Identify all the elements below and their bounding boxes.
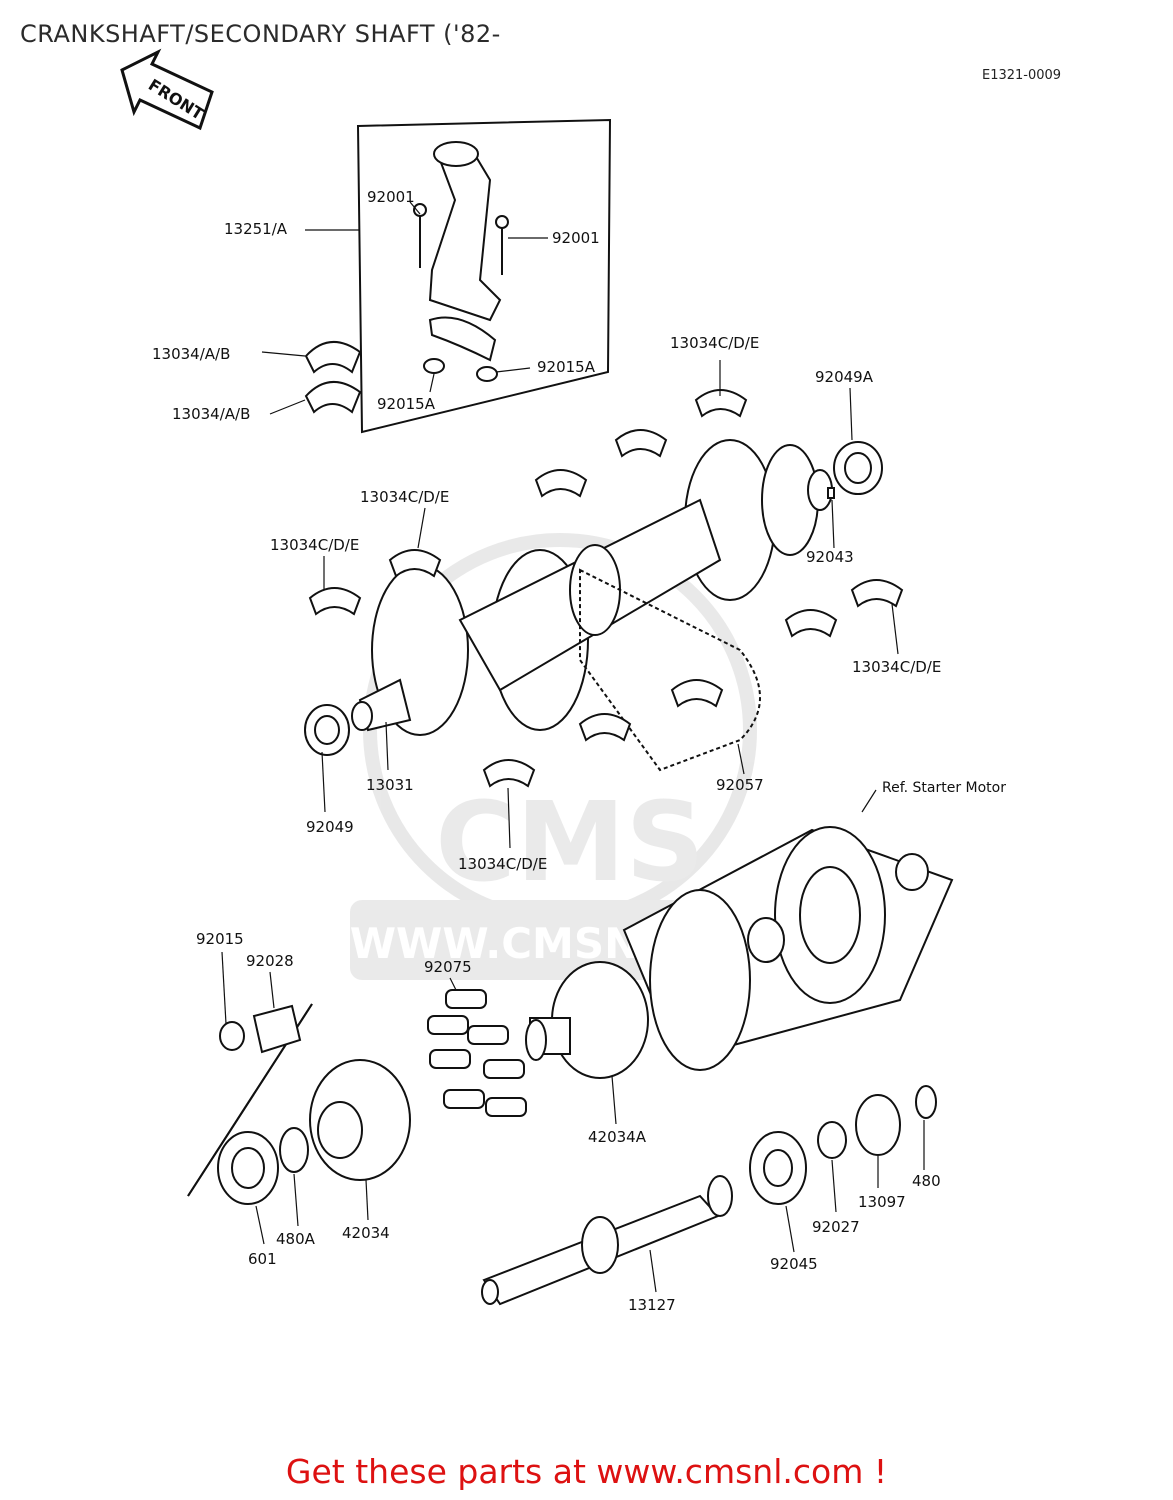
part-label-13031: 13031 bbox=[366, 776, 414, 794]
diagram-code: E1321-0009 bbox=[982, 68, 1062, 83]
part-label-480: 480 bbox=[912, 1172, 941, 1190]
part-label-13034cde-top: 13034C/D/E bbox=[670, 334, 760, 352]
part-label-13034cde-left: 13034C/D/E bbox=[270, 536, 360, 554]
part-label-13127: 13127 bbox=[628, 1296, 676, 1314]
rollers-92075 bbox=[427, 989, 527, 1117]
part-label-13034-ab-lower: 13034/A/B bbox=[172, 405, 251, 423]
main-bearings bbox=[308, 389, 904, 788]
part-label-92001-right: 92001 bbox=[552, 229, 600, 247]
svg-text:CMS: CMS bbox=[435, 778, 704, 906]
part-label-13251-a: 13251/A bbox=[224, 220, 288, 238]
part-label-92057: 92057 bbox=[716, 776, 764, 794]
part-label-92015a-right: 92015A bbox=[537, 358, 595, 376]
secondary-shaft bbox=[481, 1085, 937, 1306]
part-label-13097: 13097 bbox=[858, 1193, 906, 1211]
part-label-13034cde-right: 13034C/D/E bbox=[852, 658, 942, 676]
part-label-92015: 92015 bbox=[196, 930, 244, 948]
crankshaft bbox=[304, 439, 883, 772]
front-arrow-icon: FRONT bbox=[120, 48, 214, 131]
secondary-gear-group bbox=[187, 1003, 411, 1205]
part-label-92015a-left: 92015A bbox=[377, 395, 435, 413]
part-label-92028: 92028 bbox=[246, 952, 294, 970]
part-label-13034cde-bottom: 13034C/D/E bbox=[458, 855, 548, 873]
reference-note-starter-motor: Ref. Starter Motor bbox=[882, 780, 1006, 796]
part-label-92049: 92049 bbox=[306, 818, 354, 836]
page-title: CRANKSHAFT/SECONDARY SHAFT ('82- bbox=[20, 20, 501, 48]
starter-clutch-group bbox=[525, 826, 954, 1079]
part-label-13034cde-mid: 13034C/D/E bbox=[360, 488, 450, 506]
part-label-92075: 92075 bbox=[424, 958, 472, 976]
part-label-92001-left: 92001 bbox=[367, 188, 415, 206]
part-label-601: 601 bbox=[248, 1250, 277, 1268]
part-label-92027: 92027 bbox=[812, 1218, 860, 1236]
part-label-92045: 92045 bbox=[770, 1255, 818, 1273]
connecting-rod-group bbox=[304, 118, 612, 434]
part-label-92043: 92043 bbox=[806, 548, 854, 566]
part-label-92049a: 92049A bbox=[815, 368, 873, 386]
part-label-13034-ab-upper: 13034/A/B bbox=[152, 345, 231, 363]
part-label-42034: 42034 bbox=[342, 1224, 390, 1242]
part-label-480a: 480A bbox=[276, 1230, 315, 1248]
part-label-42034a: 42034A bbox=[588, 1128, 646, 1146]
leader-lines bbox=[221, 201, 925, 1293]
footer-cta-link[interactable]: Get these parts at www.cmsnl.com ! bbox=[285, 1452, 888, 1491]
